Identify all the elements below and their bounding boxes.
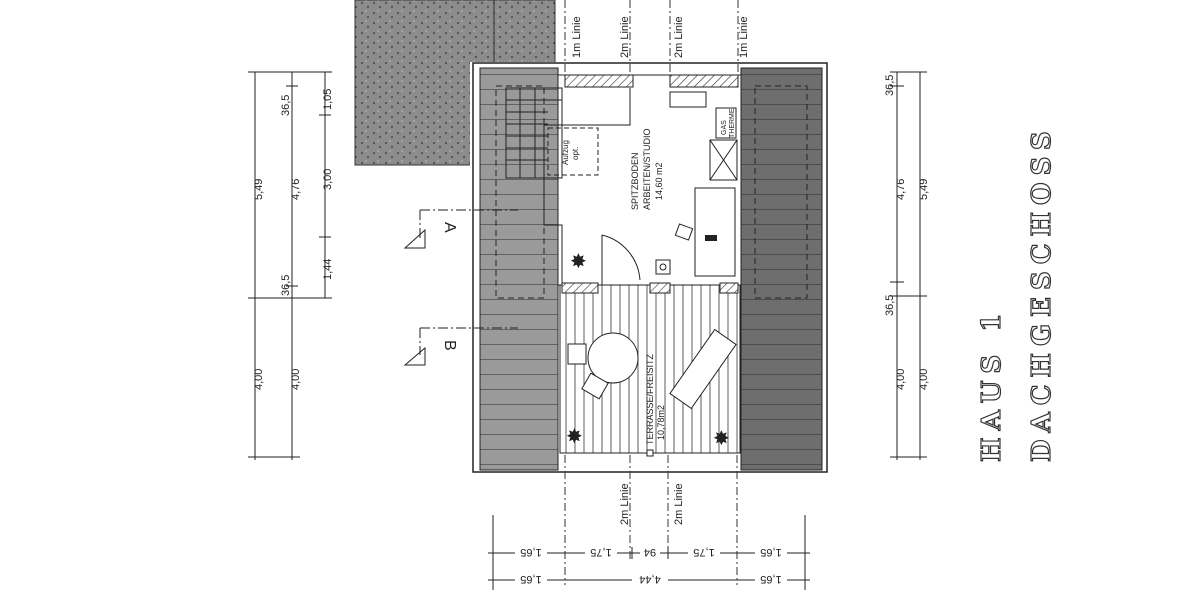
dim-label: 94 bbox=[644, 546, 656, 558]
dim-label: 4,00 bbox=[290, 369, 302, 390]
dim-label: 4,44 bbox=[639, 573, 660, 585]
dim-label: 4,00 bbox=[253, 369, 265, 390]
sun-lounger bbox=[669, 328, 737, 410]
line-label: 2m Linie bbox=[619, 483, 631, 525]
gas-label: GAS bbox=[721, 120, 728, 135]
dim-label: 4,00 bbox=[895, 369, 907, 390]
dim-label: 1,65 bbox=[520, 546, 541, 558]
dim-label: 1,75 bbox=[590, 546, 611, 558]
dim-label: 36,5 bbox=[280, 95, 292, 116]
title-line1: HAUS 1 bbox=[977, 307, 1007, 462]
dim-label: 3,00 bbox=[322, 169, 334, 190]
desk bbox=[694, 187, 736, 277]
plant-icon: ✸ bbox=[570, 251, 587, 273]
table bbox=[587, 332, 639, 384]
terrace-name: TERRASSE/FREISITZ bbox=[645, 353, 655, 445]
left-dimension-lines bbox=[248, 71, 332, 460]
section-b-label: B bbox=[441, 340, 458, 351]
studio-use: ARBEITEN/STUDIO bbox=[642, 128, 652, 210]
line-label: 2m Linie bbox=[619, 16, 631, 58]
lift-label-opt: opt. bbox=[571, 147, 580, 160]
terrace-area: 10,78m2 bbox=[656, 405, 666, 440]
line-label: 1m Linie bbox=[571, 16, 583, 58]
lift-label: Aufzug bbox=[561, 140, 570, 165]
dim-label: 1,65 bbox=[760, 546, 781, 558]
dim-label: 1,44 bbox=[322, 259, 334, 280]
dim-label: 1,05 bbox=[322, 89, 334, 110]
dim-label: 4,76 bbox=[895, 179, 907, 200]
line-label: 2m Linie bbox=[673, 483, 685, 525]
line-label: 1m Linie bbox=[738, 16, 750, 58]
plant-icon: ✸ bbox=[566, 426, 583, 448]
chair bbox=[674, 223, 694, 241]
studio-name: SPITZBODEN bbox=[630, 152, 640, 210]
plant-icon: ✸ bbox=[713, 428, 730, 450]
distance-lines bbox=[564, 0, 739, 585]
line-label: 2m Linie bbox=[673, 16, 685, 58]
lift-optional bbox=[547, 127, 599, 176]
studio-area: 14,60 m2 bbox=[654, 162, 664, 200]
door bbox=[601, 234, 641, 285]
section-markers bbox=[403, 209, 518, 366]
dim-label: 1,65 bbox=[760, 573, 781, 585]
dim-label: 1,65 bbox=[520, 573, 541, 585]
dim-label: 4,00 bbox=[918, 369, 930, 390]
right-dimension-lines bbox=[890, 71, 927, 460]
therme-label: THERME bbox=[729, 108, 736, 138]
dim-label: 4,76 bbox=[290, 179, 302, 200]
roof-right bbox=[740, 67, 823, 471]
dim-label: 36,5 bbox=[280, 275, 292, 296]
staircase bbox=[505, 87, 563, 179]
dim-label: 5,49 bbox=[253, 179, 265, 200]
dim-label: 5,49 bbox=[918, 179, 930, 200]
dim-label: 36,5 bbox=[884, 295, 896, 316]
dim-label: 36,5 bbox=[884, 75, 896, 96]
section-a-label: A bbox=[441, 222, 458, 233]
title-line2: DACHGESCHOSS bbox=[1027, 124, 1057, 462]
roof-left bbox=[479, 67, 559, 471]
dim-label: 1,75 bbox=[693, 546, 714, 558]
